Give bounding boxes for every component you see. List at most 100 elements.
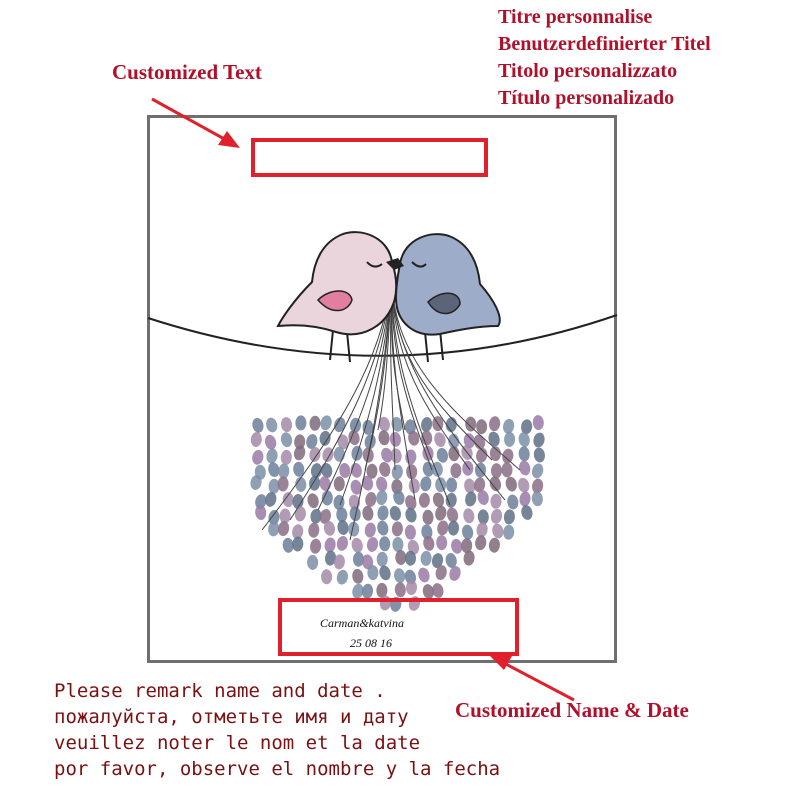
- fingerprint: [336, 507, 348, 523]
- fingerprint: [405, 495, 417, 510]
- title-italian: Titolo personalizzato: [498, 60, 678, 82]
- fingerprint: [436, 447, 449, 463]
- fingerprint: [421, 430, 433, 446]
- fingerprint: [252, 449, 264, 465]
- fingerprint: [266, 417, 278, 433]
- fingerprint: [292, 536, 304, 552]
- title-french: Titre personnalise: [498, 6, 653, 28]
- fingerprint: [334, 417, 346, 433]
- fingerprint: [366, 537, 379, 552]
- fingerprint: [295, 476, 307, 492]
- fingerprint: [307, 554, 319, 570]
- fingerprint: [473, 434, 486, 450]
- fingerprint: [423, 535, 435, 551]
- fingerprint: [432, 492, 445, 508]
- fingerprint: [352, 551, 365, 567]
- fingerprint: [339, 463, 351, 478]
- fingerprint: [250, 432, 262, 447]
- fingerprint: [389, 505, 402, 521]
- fingerprint: [282, 492, 294, 508]
- fingerprint: [309, 415, 321, 431]
- fingerprint: [350, 479, 362, 495]
- custom-title-box: [251, 138, 488, 177]
- localized-titles: Titre personnalise Benutzerdefinierter T…: [498, 4, 711, 112]
- custom-name-date-box: [278, 598, 519, 656]
- fingerprint: [362, 554, 374, 570]
- fingerprint: [324, 537, 336, 553]
- fingerprint: [282, 537, 294, 553]
- fingerprint: [489, 416, 501, 432]
- fingerprint: [352, 568, 364, 584]
- fingerprint: [379, 565, 391, 581]
- fingerprint: [464, 478, 476, 494]
- fingerprint: [476, 522, 488, 538]
- fingerprint: [521, 505, 533, 520]
- fingerprint: [278, 463, 290, 479]
- fingerprint: [422, 509, 434, 525]
- fingerprint: [490, 508, 503, 524]
- fingerprint: [320, 415, 332, 431]
- fingerprint: [475, 535, 487, 551]
- fingerprint: [408, 478, 420, 494]
- fingerprint: [321, 462, 333, 478]
- fingerprint: [450, 463, 462, 479]
- fingerprint: [532, 478, 544, 494]
- fingerprint: [319, 509, 331, 524]
- fingerprint: [418, 492, 430, 508]
- fingerprint: [379, 536, 391, 552]
- fingerprint: [521, 419, 533, 435]
- fingerprint: [501, 462, 513, 478]
- fingerprint: [321, 490, 333, 506]
- fingerprint: [349, 506, 361, 522]
- sample-names: Carman&katvina: [320, 616, 404, 630]
- fingerprint: [432, 583, 444, 598]
- fingerprint: [324, 550, 337, 566]
- title-spanish: Título personalizado: [498, 87, 675, 109]
- fingerprint: [420, 550, 432, 566]
- fingerprint: [404, 419, 416, 435]
- fingerprint: [366, 463, 378, 479]
- fingerprint: [390, 448, 402, 464]
- fingerprint: [449, 566, 461, 581]
- fingerprint: [319, 430, 331, 446]
- fingerprint: [462, 460, 474, 476]
- fingerprint: [474, 477, 486, 493]
- fingerprint: [389, 431, 401, 447]
- fingerprint: [531, 463, 544, 479]
- fingerprint: [361, 583, 374, 599]
- fingerprint: [280, 432, 293, 448]
- arrow-to-name-box: [489, 655, 575, 702]
- fingerprint: [348, 494, 360, 510]
- fingerprint: [266, 448, 278, 464]
- fingerprint: [337, 520, 349, 535]
- fingerprint: [333, 476, 345, 492]
- fingerprint: [392, 537, 404, 552]
- fingerprint: [376, 582, 388, 598]
- fingerprint: [422, 461, 434, 477]
- fingerprint: [321, 569, 333, 585]
- fingerprint: [404, 524, 416, 540]
- fingerprint: [420, 476, 432, 492]
- fingerprint: [391, 416, 403, 432]
- fingerprint: [408, 430, 420, 446]
- fingerprint: [431, 553, 444, 569]
- fingerprint: [310, 463, 323, 479]
- fingerprint: [404, 550, 417, 566]
- customized-name-date-label: Customized Name & Date: [455, 698, 689, 722]
- fingerprint: [292, 524, 304, 540]
- remark-instructions: Please remark name and date . пожалуйста…: [54, 678, 500, 782]
- fingerprint: [365, 492, 377, 507]
- fingerprint: [376, 476, 388, 492]
- arrow-to-title-box: [151, 97, 240, 148]
- fingerprint: [377, 505, 389, 521]
- fingerprint: [265, 491, 277, 507]
- fingerprint: [421, 417, 433, 432]
- fingerprint: [336, 569, 348, 585]
- fingerprint: [310, 538, 322, 554]
- fingerprint: [533, 432, 545, 448]
- fingerprint: [279, 508, 291, 524]
- fingerprint: [323, 520, 335, 536]
- fingerprint: [378, 430, 390, 446]
- fingerprint: [348, 430, 360, 446]
